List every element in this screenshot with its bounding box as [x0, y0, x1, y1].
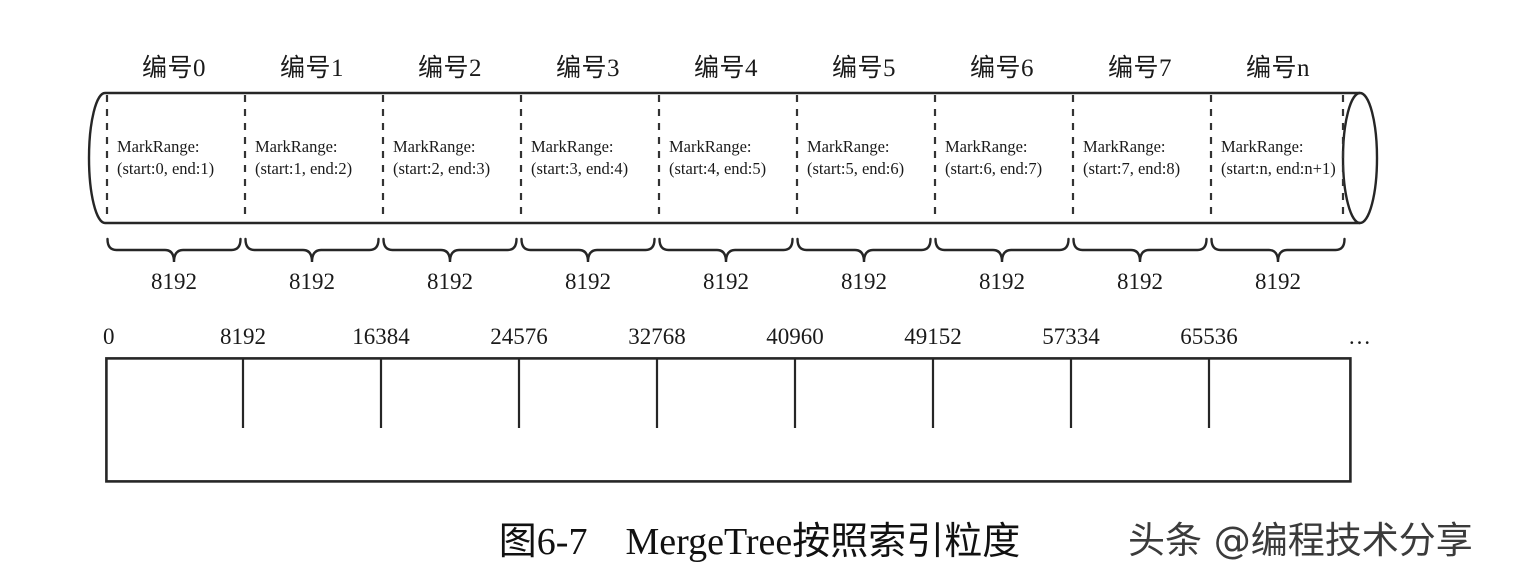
- segment-label-row: 编号0 编号1 编号2 编号3 编号4 编号5 编号6 编号7 编号n: [105, 50, 1347, 88]
- granularity-label: 8192: [289, 269, 335, 294]
- markrange-cell: MarkRange: (start:0, end:1): [105, 88, 243, 228]
- markrange-title: MarkRange:: [117, 137, 200, 156]
- watermark: 头条 @编程技术分享: [1128, 515, 1508, 567]
- markrange-cell: MarkRange: (start:n, end:n+1): [1209, 88, 1347, 228]
- curly-brace-group-icon: [106, 237, 1346, 263]
- markrange-range: (start:2, end:3): [393, 159, 491, 178]
- markrange-cell: MarkRange: (start:3, end:4): [519, 88, 657, 228]
- markrange-range: (start:n, end:n+1): [1221, 159, 1336, 178]
- curly-brace-icon: [106, 237, 242, 263]
- curly-brace-icon: [934, 237, 1070, 263]
- data-block-rectangle-icon: [105, 357, 1352, 483]
- granularity-label: 8192: [841, 269, 887, 294]
- markrange-title: MarkRange:: [669, 137, 752, 156]
- markrange-title: MarkRange:: [1083, 137, 1166, 156]
- segment-label: 编号n: [1245, 55, 1310, 82]
- data-block-container: [105, 357, 1352, 483]
- markrange-title: MarkRange:: [945, 137, 1028, 156]
- granularity-label: 8192: [979, 269, 1025, 294]
- markrange-cell: MarkRange: (start:7, end:8): [1071, 88, 1209, 228]
- markrange-cell: MarkRange: (start:1, end:2): [243, 88, 381, 228]
- granularity-label: 8192: [151, 269, 197, 294]
- segment-label: 编号3: [555, 55, 620, 82]
- axis-tick-label: 0: [103, 324, 115, 349]
- granularity-label-row: 8192 8192 8192 8192 8192 8192 8192 8192 …: [105, 266, 1347, 298]
- axis-tick-label: 16384: [352, 324, 410, 349]
- axis-tick-label: 24576: [490, 324, 548, 349]
- segment-label: 编号0: [141, 55, 206, 82]
- axis-tick-label: 49152: [904, 324, 962, 349]
- curly-brace-icon: [244, 237, 380, 263]
- segment-label: 编号1: [279, 55, 344, 82]
- segment-label: 编号6: [969, 55, 1034, 82]
- markrange-range: (start:4, end:5): [669, 159, 767, 178]
- curly-brace-icon: [382, 237, 518, 263]
- axis-tick-label: 65536: [1180, 324, 1238, 349]
- markrange-cell: MarkRange: (start:2, end:3): [381, 88, 519, 228]
- figure-caption-text: 图6-7 MergeTree按照索引粒度: [498, 521, 1021, 563]
- granularity-label: 8192: [1255, 269, 1301, 294]
- brace-row: [105, 236, 1347, 266]
- granularity-label: 8192: [565, 269, 611, 294]
- granularity-label: 8192: [703, 269, 749, 294]
- curly-brace-icon: [658, 237, 794, 263]
- markrange-cell: MarkRange: (start:6, end:7): [933, 88, 1071, 228]
- markrange-range: (start:3, end:4): [531, 159, 629, 178]
- granularity-label: 8192: [427, 269, 473, 294]
- curly-brace-icon: [520, 237, 656, 263]
- curly-brace-icon: [1210, 237, 1346, 263]
- markrange-cell-row: MarkRange: (start:0, end:1) MarkRange: (…: [105, 88, 1347, 228]
- markrange-range: (start:0, end:1): [117, 159, 215, 178]
- markrange-cell: MarkRange: (start:4, end:5): [657, 88, 795, 228]
- cylinder-container: MarkRange: (start:0, end:1) MarkRange: (…: [0, 88, 1519, 228]
- curly-brace-icon: [1072, 237, 1208, 263]
- markrange-title: MarkRange:: [1221, 137, 1304, 156]
- segment-label: 编号2: [417, 55, 482, 82]
- markrange-title: MarkRange:: [255, 137, 338, 156]
- granularity-label: 8192: [1117, 269, 1163, 294]
- markrange-title: MarkRange:: [807, 137, 890, 156]
- markrange-range: (start:5, end:6): [807, 159, 905, 178]
- axis-tick-label: 57334: [1042, 324, 1100, 349]
- markrange-title: MarkRange:: [531, 137, 614, 156]
- axis-tick-label: 32768: [628, 324, 686, 349]
- markrange-title: MarkRange:: [393, 137, 476, 156]
- axis-tick-label: 40960: [766, 324, 824, 349]
- cylinder-shape-icon: [87, 91, 1379, 225]
- markrange-range: (start:6, end:7): [945, 159, 1043, 178]
- axis-tick-label-row: 0 8192 16384 24576 32768 40960 49152 573…: [0, 320, 1519, 354]
- markrange-cell: MarkRange: (start:5, end:6): [795, 88, 933, 228]
- segment-label: 编号7: [1107, 55, 1172, 82]
- axis-ellipsis: …: [1348, 324, 1374, 349]
- watermark-text: 头条 @编程技术分享: [1128, 519, 1473, 562]
- axis-tick-label: 8192: [220, 324, 266, 349]
- segment-label: 编号4: [693, 55, 758, 82]
- curly-brace-icon: [796, 237, 932, 263]
- markrange-range: (start:7, end:8): [1083, 159, 1181, 178]
- markrange-range: (start:1, end:2): [255, 159, 353, 178]
- segment-label: 编号5: [831, 55, 896, 82]
